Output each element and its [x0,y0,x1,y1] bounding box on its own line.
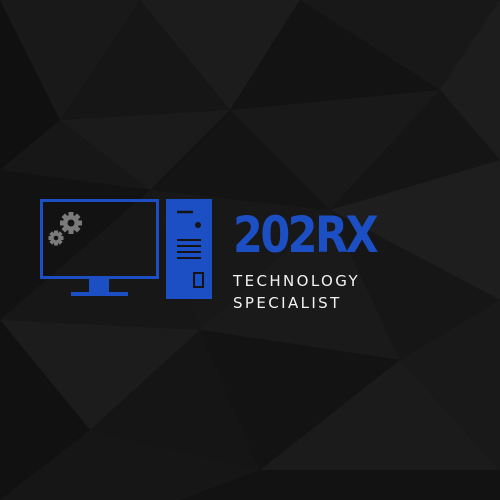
brand-name: 202RX [233,206,379,264]
gear-large [60,212,82,234]
tagline-technology: TECHNOLOGY [233,272,361,290]
tagline-specialist: SPECIALIST [233,294,342,312]
gear-small [48,230,64,246]
computer-tower-icon [166,199,212,299]
monitor-icon [40,199,159,296]
gears-icon [48,212,82,246]
